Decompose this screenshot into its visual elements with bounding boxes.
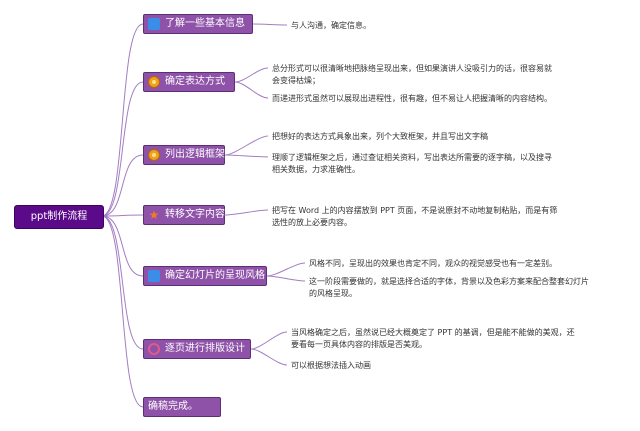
topic-node[interactable]: 列出逻辑框架 xyxy=(143,145,225,165)
root-topic-connector xyxy=(101,215,144,408)
topic-note: 而递进形式虽然可以展现出进程性，很有趣，但不易让人把握清晰的内容结构。 xyxy=(272,94,552,103)
topic-note-connector xyxy=(250,331,288,350)
topic-note: 相关数据，力求准确性。 xyxy=(272,165,360,174)
root-topic-connector xyxy=(101,81,144,217)
topic-note-connector xyxy=(234,67,269,83)
topic-note-connector xyxy=(224,209,269,216)
topic-note-connector xyxy=(234,81,269,99)
root-topic-connector xyxy=(101,215,144,350)
topic-note: 风格不同，呈现出的效果也肯定不同，观众的视觉感受也有一定差别。 xyxy=(309,259,557,268)
topic-label: 逐页进行排版设计 xyxy=(165,343,245,354)
topic-note: 选性的放上必要内容。 xyxy=(272,218,352,227)
topic-node[interactable]: 确定表达方式 xyxy=(143,72,235,92)
root-topic-connector xyxy=(101,214,144,217)
root-topic-connector xyxy=(101,215,144,277)
topic-note: 当风格确定之后，虽然说已经大概奠定了 PPT 的基调，但是能不能做的美观，还 xyxy=(291,328,575,337)
topic-note-connector xyxy=(266,275,306,282)
topic-note: 的风格呈现。 xyxy=(309,289,357,298)
topic-note: 这一阶段需要做的，就是选择合适的字体，背景以及色彩方案来配合整套幻灯片 xyxy=(309,277,589,286)
root-topic-connector xyxy=(101,154,144,217)
root-topic-connector xyxy=(101,23,144,217)
topic-label: 确定幻灯片的呈现风格 xyxy=(165,270,265,281)
topic-note: 会变得枯燥； xyxy=(272,76,320,85)
topic-label: 了解一些基本信息 xyxy=(165,18,245,29)
topic-label: 列出逻辑框架 xyxy=(165,149,225,160)
topic-note: 总分形式可以很清晰地把脉络呈现出来，但如果演讲人没吸引力的话，很容易就 xyxy=(272,64,552,73)
topic-note: 可以根据想法插入动画 xyxy=(291,361,371,370)
topic-node[interactable]: 了解一些基本信息 xyxy=(143,14,253,34)
square-icon xyxy=(148,18,160,30)
topic-label: 转移文字内容 xyxy=(165,209,225,220)
topic-note: 把想好的表达方式具象出来，列个大致框架，并且写出文字稿 xyxy=(272,132,488,141)
topic-label: 确定表达方式 xyxy=(165,76,225,87)
topic-note: 理顺了逻辑框架之后，通过查证相关资料，写出表达所需要的逐字稿，以及搜寻 xyxy=(272,153,552,162)
topic-note-connector xyxy=(266,262,306,277)
topic-node[interactable]: 确稿完成。 xyxy=(143,397,221,417)
topic-node[interactable]: ★ 转移文字内容 xyxy=(143,205,225,225)
topic-note: 把写在 Word 上的内容摆放到 PPT 页面，不是说原封不动地复制粘贴，而是有… xyxy=(272,206,558,215)
topic-note-connector xyxy=(224,135,269,156)
ring-icon xyxy=(148,343,160,355)
topic-note: 与人沟通，确定信息。 xyxy=(291,21,371,30)
topic-note-connector xyxy=(224,154,269,158)
badge-icon xyxy=(148,149,160,161)
badge-icon xyxy=(148,76,160,88)
topic-node[interactable]: 逐页进行排版设计 xyxy=(143,339,251,359)
topic-note: 要看每一页具体内容的排版是否美观。 xyxy=(291,340,427,349)
topic-label: 确稿完成。 xyxy=(148,401,198,412)
topic-note-connector xyxy=(252,23,288,26)
topic-note-connector xyxy=(250,348,288,366)
root-node[interactable]: ppt制作流程 xyxy=(14,205,104,229)
star-icon: ★ xyxy=(148,208,160,222)
topic-node[interactable]: 确定幻灯片的呈现风格 xyxy=(143,266,267,286)
square-icon xyxy=(148,270,160,282)
